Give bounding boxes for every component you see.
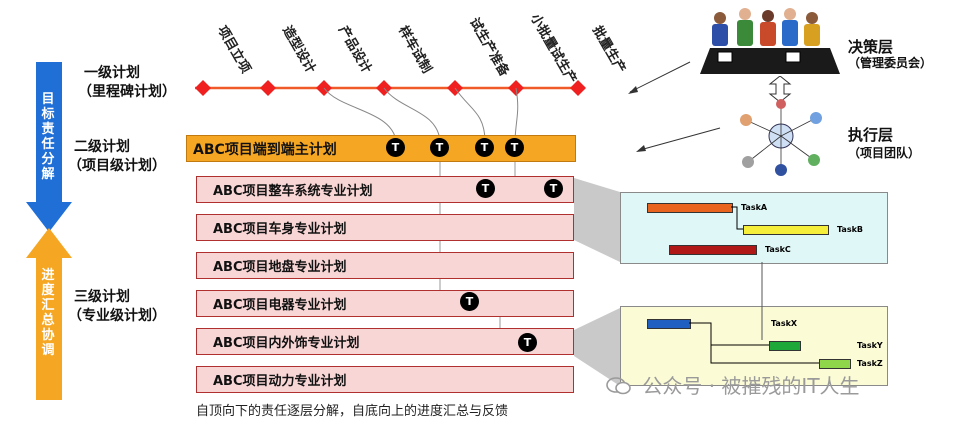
- responsibility-breakdown-text: 目标 责任 分解: [41, 92, 55, 182]
- gantt-inset-2: TaskX TaskY TaskZ: [620, 306, 888, 386]
- bidirectional-arrow-icon: [768, 76, 792, 102]
- level2-label: 二级计划 （项目级计划）: [68, 139, 166, 174]
- decision-layer-title: 决策层: [848, 38, 894, 56]
- level3-plan-bar: ABC项目动力专业计划: [196, 366, 574, 393]
- t-marker: T: [430, 138, 449, 157]
- wechat-icon: [606, 376, 632, 396]
- level3-bar-label: ABC项目地盘专业计划: [213, 260, 347, 275]
- t-marker: T: [386, 138, 405, 157]
- management-committee-illustration: [700, 8, 840, 74]
- gantt-inset-1: TaskA TaskB TaskC: [620, 192, 888, 264]
- level3-label: 三级计划 （专业级计划）: [68, 289, 166, 324]
- task-label: TaskA: [741, 203, 768, 212]
- task-label: TaskX: [771, 319, 798, 328]
- task-bar: [819, 359, 851, 369]
- task-bar: [769, 341, 801, 351]
- milestone-connector: [454, 87, 486, 141]
- milestone-diamond: [570, 80, 586, 96]
- level1-label: 一级计划 （里程碑计划）: [78, 65, 176, 100]
- task-bar: [743, 225, 829, 235]
- task-bar: [647, 203, 733, 213]
- level3-bar-label: ABC项目整车系统专业计划: [213, 184, 373, 199]
- t-marker: T: [460, 292, 479, 311]
- progress-summary-text: 进度 汇总 协调: [41, 268, 55, 358]
- level3-bar-label: ABC项目动力专业计划: [213, 374, 347, 389]
- milestone-connector: [323, 87, 397, 141]
- t-marker: T: [505, 138, 524, 157]
- milestone-connector: [383, 87, 441, 141]
- task-label: TaskZ: [857, 359, 883, 368]
- level3-plan-bar: ABC项目电器专业计划: [196, 290, 574, 317]
- decision-layer-subtitle: （管理委员会）: [848, 56, 933, 70]
- task-bar: [669, 245, 757, 255]
- project-team-illustration: [740, 99, 822, 176]
- t-marker: T: [475, 138, 494, 157]
- watermark: 公众号 · 被摧残的IT人生: [606, 370, 860, 399]
- execution-layer-title: 执行层: [848, 126, 894, 144]
- milestone-diamond: [260, 80, 276, 96]
- task-bar: [647, 319, 691, 329]
- t-marker: T: [476, 179, 495, 198]
- responsibility-breakdown-arrow: [26, 62, 72, 232]
- milestone-connector: [514, 87, 519, 141]
- level3-plan-bar: ABC项目内外饰专业计划: [196, 328, 574, 355]
- task-label: TaskY: [857, 341, 883, 350]
- watermark-text: 公众号 · 被摧残的IT人生: [642, 374, 860, 398]
- t-marker: T: [544, 179, 563, 198]
- level3-plan-bar: ABC项目地盘专业计划: [196, 252, 574, 279]
- level3-plan-bar: ABC项目整车系统专业计划: [196, 176, 574, 203]
- level2-bar-label: ABC项目端到端主计划: [193, 141, 337, 158]
- level3-bar-label: ABC项目车身专业计划: [213, 222, 347, 237]
- level3-bar-label: ABC项目内外饰专业计划: [213, 336, 360, 351]
- progress-summary-arrow: [26, 228, 72, 400]
- footer-caption: 自顶向下的责任逐层分解，自底向上的进度汇总与反馈: [196, 404, 509, 419]
- execution-layer-subtitle: （项目团队）: [848, 146, 921, 160]
- task-label: TaskC: [765, 245, 791, 254]
- level3-bar-label: ABC项目电器专业计划: [213, 298, 347, 313]
- level3-plan-bar: ABC项目车身专业计划: [196, 214, 574, 241]
- t-marker: T: [518, 333, 537, 352]
- milestone-diamond: [195, 80, 211, 96]
- task-label: TaskB: [837, 225, 864, 234]
